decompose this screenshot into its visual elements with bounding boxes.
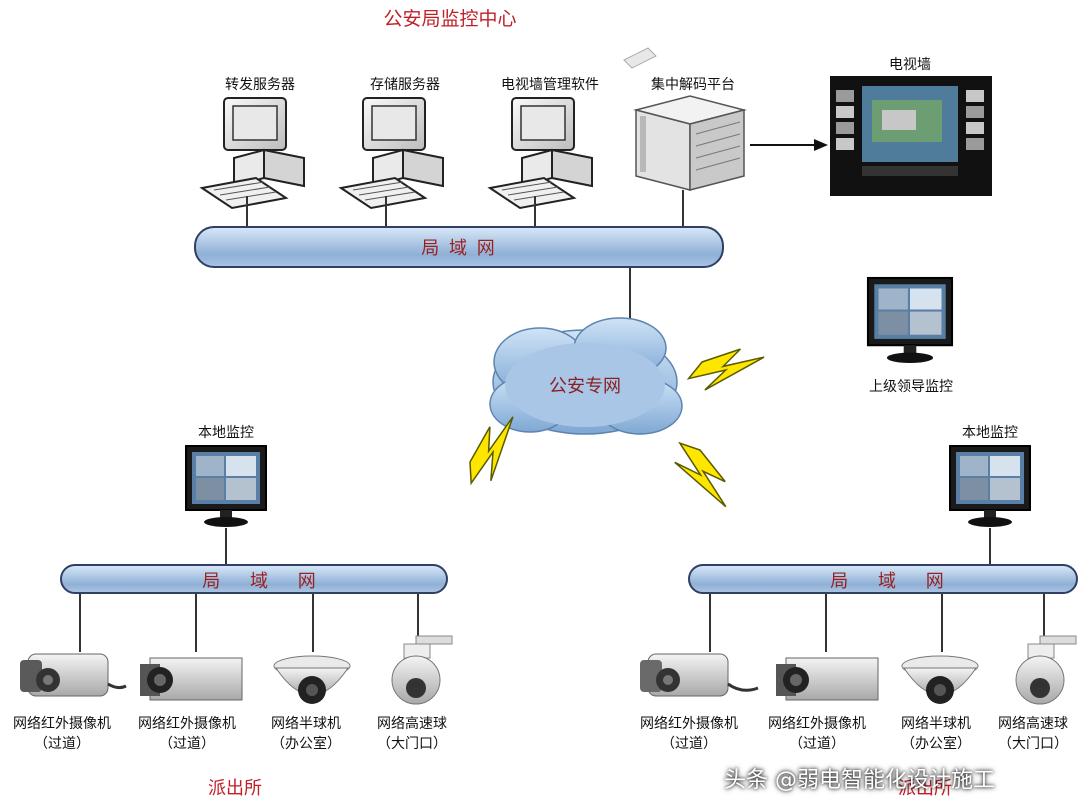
tv-wall-icon <box>830 76 992 196</box>
left-lan-label: 局 域 网 <box>202 571 318 592</box>
supervisor-label: 上级领导监控 <box>869 379 953 395</box>
decoding-platform-label: 集中解码平台 <box>651 77 735 93</box>
forward-server-label: 转发服务器 <box>225 77 295 93</box>
center-lan-label: 局 域 网 <box>421 238 497 259</box>
left-lan-pipe <box>60 564 448 594</box>
tv-wall-software-label: 电视墙管理软件 <box>501 77 599 93</box>
right-station-name: 派出所 <box>898 778 952 799</box>
right-lan-pipe <box>688 564 1078 594</box>
left-local-monitor-icon <box>185 445 267 528</box>
storage-server-icon <box>340 97 444 209</box>
tv-wall-software-icon <box>489 97 593 209</box>
right-bullet-camera-icon <box>640 653 759 697</box>
forward-server-icon <box>201 97 305 209</box>
right-camera-1-caption: 网络红外摄像机（过道） <box>640 716 738 752</box>
left-station-name: 派出所 <box>208 778 262 799</box>
cloud-label: 公安专网 <box>549 376 621 397</box>
left-box-camera-icon <box>140 657 243 701</box>
right-box-camera-icon <box>776 657 879 701</box>
diagram-title: 公安局监控中心 <box>383 8 517 30</box>
watermark-text: 头条 @弱电智能化设计施工 <box>724 768 995 793</box>
right-camera-4-caption: 网络高速球（大门口） <box>998 716 1068 752</box>
right-lan-label: 局 域 网 <box>830 571 946 592</box>
decoding-platform-icon <box>623 47 747 191</box>
right-camera-2-caption: 网络红外摄像机（过道） <box>768 716 866 752</box>
left-dome-camera-icon <box>273 655 351 704</box>
right-speed-dome-icon <box>1015 635 1077 705</box>
cloud-shape <box>489 317 683 435</box>
supervisor-monitor-icon <box>866 276 954 365</box>
bolt-to-supervisor <box>684 344 769 394</box>
left-camera-4-caption: 网络高速球（大门口） <box>377 716 447 752</box>
right-camera-3-caption: 网络半球机（办公室） <box>901 716 971 752</box>
tv-wall-label: 电视墙 <box>889 57 931 73</box>
left-bullet-camera-icon <box>20 653 127 697</box>
center-lan-pipe <box>194 226 724 268</box>
right-dome-camera-icon <box>901 655 979 704</box>
storage-server-label: 存储服务器 <box>370 77 440 93</box>
right-local-monitor-label: 本地监控 <box>962 425 1018 441</box>
right-local-monitor-icon <box>949 445 1031 528</box>
left-camera-3-caption: 网络半球机（办公室） <box>271 716 341 752</box>
left-camera-1-caption: 网络红外摄像机（过道） <box>13 716 111 752</box>
left-speed-dome-icon <box>391 635 453 705</box>
left-local-monitor-label: 本地监控 <box>198 425 254 441</box>
bolt-to-right-station <box>667 432 737 519</box>
left-camera-2-caption: 网络红外摄像机（过道） <box>138 716 236 752</box>
